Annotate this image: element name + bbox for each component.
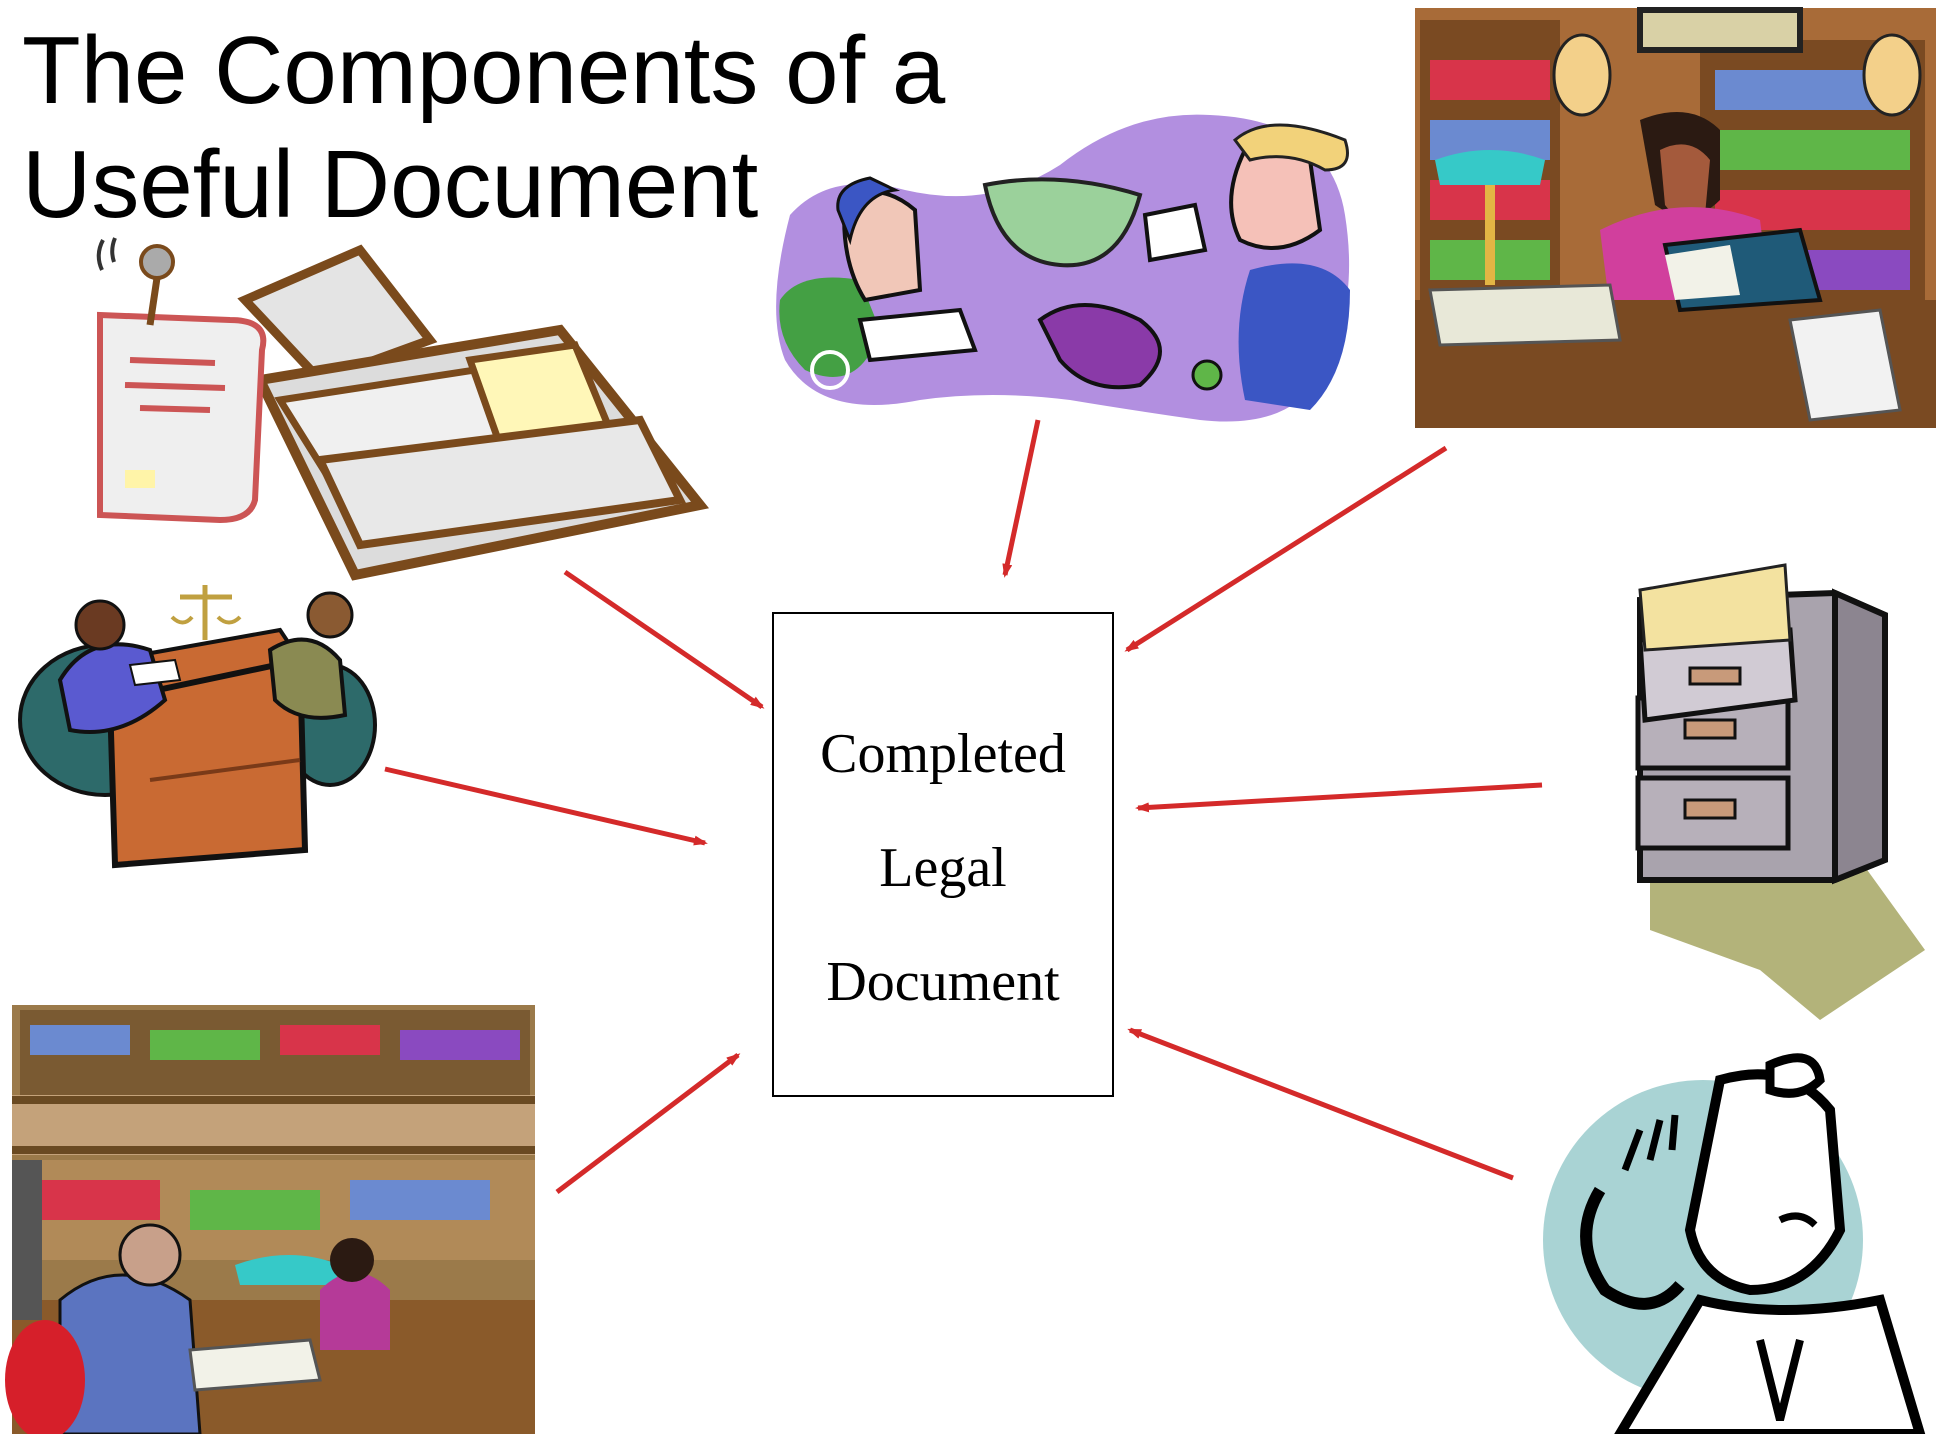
page-title: The Components of a Useful Document <box>22 14 945 242</box>
library-clipart-icon <box>5 1005 535 1434</box>
phone-man-icon <box>1543 1053 1926 1434</box>
reading-clipart-icon <box>1415 7 1936 428</box>
file-cabinet-icon <box>1635 563 1925 1020</box>
meeting-clipart-icon <box>18 585 377 869</box>
arrow-from-cabinet <box>1135 782 1543 813</box>
completed-document-box: Completed Legal Document <box>772 612 1114 1097</box>
arrow-from-communication <box>1002 419 1041 578</box>
arrow-from-documents <box>563 569 765 710</box>
arrow-from-phone <box>1127 1027 1514 1181</box>
title-line-2: Useful Document <box>22 131 759 238</box>
arrow-from-reading <box>1124 445 1448 653</box>
documents-clipart-icon <box>96 237 710 581</box>
communication-clipart-icon <box>776 114 1350 422</box>
arrow-from-library <box>555 1053 741 1194</box>
title-line-1: The Components of a <box>22 17 946 124</box>
center-label-line-3: Document <box>826 951 1060 1013</box>
arrow-from-meeting <box>384 766 708 846</box>
center-label-line-1: Completed <box>820 723 1066 785</box>
center-label-line-2: Legal <box>879 837 1007 899</box>
